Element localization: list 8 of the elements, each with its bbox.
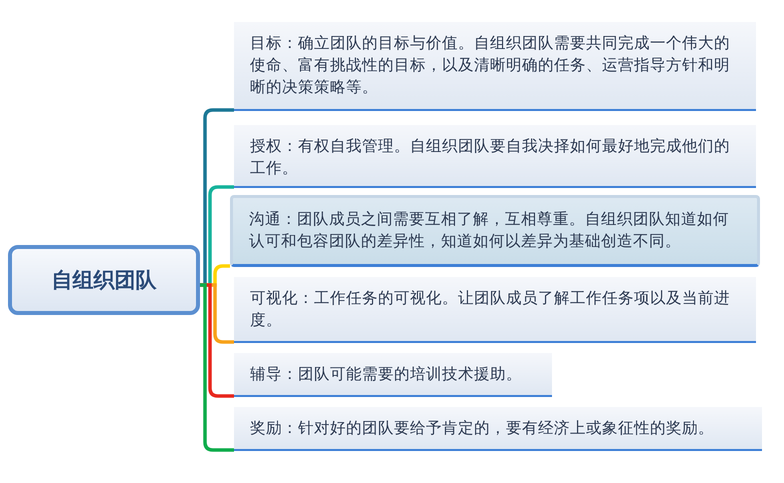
central-topic-box: 自组织团队 <box>8 245 200 315</box>
selected-topic-box: 沟通：团队成员之间需要互相了解，互相尊重。自组织团队知道如何认可和包容团队的差异性，知道如何以差异为基础创造不同。 <box>230 195 760 267</box>
branch-line <box>200 283 234 452</box>
topic-box: 奖励：针对好的团队要给予肯定的，要有经济上或象征性的奖励。 <box>234 407 762 451</box>
topic-box: 目标：确立团队的目标与价值。自组织团队需要共同完成一个伟大的使命、富有挑战性的目标，以及清晰明确的任务、运营指导方针和明晰的决策策略等。 <box>234 22 756 111</box>
topic-box: 辅导：团队可能需要的培训技术援助。 <box>234 353 552 397</box>
topic-box: 可视化：工作任务的可视化。让团队成员了解工作任务项以及当前进度。 <box>234 277 756 343</box>
topic-box: 授权：有权自我管理。自组织团队要自我决择如何最好地完成他们的工作。 <box>234 125 756 188</box>
